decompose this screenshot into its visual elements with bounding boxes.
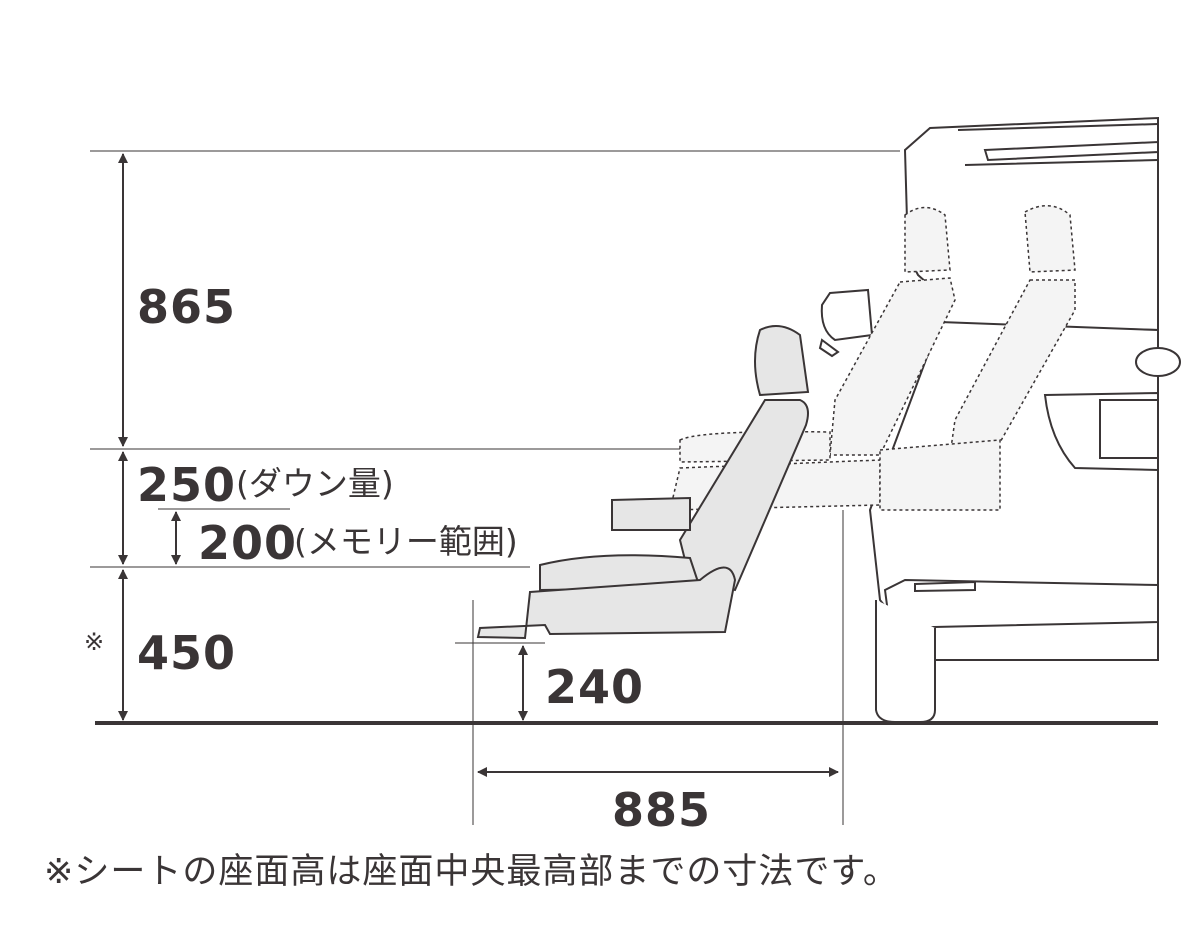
reference-lines	[90, 150, 900, 825]
vehicle-outline	[818, 116, 1181, 723]
memory-range-value: 200	[198, 516, 298, 570]
footnote: ※シートの座面高は座面中央最高部までの寸法です。	[44, 852, 899, 892]
down-amount-value: 250	[137, 458, 237, 512]
seat-lowered	[476, 325, 810, 640]
ghost-seats	[669, 205, 1076, 511]
overall-height-value: 865	[137, 280, 237, 334]
seat-height-mark: ※	[84, 628, 105, 656]
down-amount-label: (ダウン量)	[236, 464, 394, 503]
dimension-arrows	[118, 153, 839, 777]
memory-range-label: (メモリー範囲)	[294, 522, 518, 561]
lowest-seat-height-value: 240	[545, 660, 645, 714]
horizontal-reach-value: 885	[612, 783, 712, 837]
seat-height-value: 450	[137, 626, 237, 680]
